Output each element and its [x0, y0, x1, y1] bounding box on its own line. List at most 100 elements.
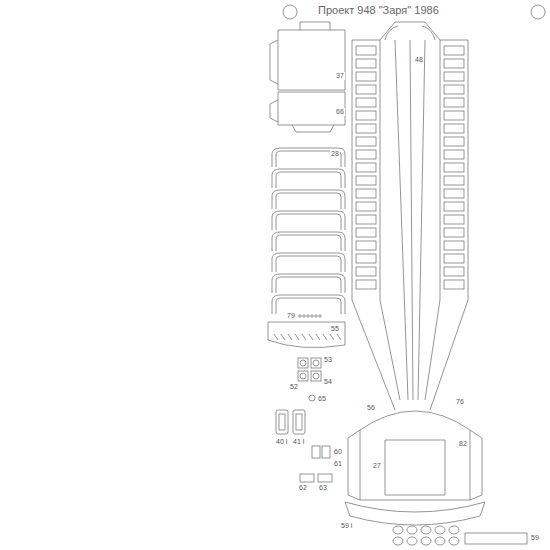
frame-arch	[272, 295, 345, 314]
dot	[315, 315, 317, 317]
porthole	[435, 526, 445, 534]
window	[444, 241, 464, 250]
window	[444, 85, 464, 94]
deck-line	[323, 334, 327, 340]
porthole	[393, 526, 403, 534]
deck-line	[295, 334, 299, 340]
window	[356, 46, 376, 55]
window	[444, 176, 464, 185]
window	[356, 163, 376, 172]
window	[444, 137, 464, 146]
window	[356, 85, 376, 94]
window	[356, 254, 376, 263]
deck-line	[337, 334, 341, 340]
window	[356, 150, 376, 159]
window	[444, 46, 464, 55]
window	[356, 111, 376, 120]
deck-line	[330, 334, 334, 340]
hull-part	[352, 22, 468, 410]
callout-number: 40 l	[275, 438, 288, 446]
window	[356, 98, 376, 107]
callout-number: 53	[323, 356, 333, 364]
dot	[311, 315, 313, 317]
callout-number: 54	[323, 378, 333, 386]
frame-arch	[272, 232, 345, 251]
window	[356, 241, 376, 250]
window	[356, 72, 376, 81]
deck-line	[302, 334, 306, 340]
window	[356, 215, 376, 224]
callout-number: 55	[330, 325, 340, 333]
deck-line	[316, 334, 320, 340]
window	[356, 124, 376, 133]
window	[444, 72, 464, 81]
porthole	[407, 537, 417, 545]
window	[444, 150, 464, 159]
deck-line	[281, 334, 285, 340]
window	[444, 267, 464, 276]
deck-part	[268, 322, 345, 348]
dot	[307, 315, 309, 317]
callout-number: 65	[317, 395, 327, 403]
frame-arch	[272, 253, 345, 272]
logo-mark	[283, 5, 297, 19]
window	[356, 137, 376, 146]
deck-line	[274, 334, 278, 340]
deck-line	[288, 334, 292, 340]
window	[444, 202, 464, 211]
window	[444, 189, 464, 198]
callout-number: 52	[289, 383, 299, 391]
callout-number: 60	[333, 448, 343, 456]
window	[444, 111, 464, 120]
callout-number: 37	[335, 72, 345, 80]
dot	[319, 315, 321, 317]
callout-number: 79	[286, 312, 296, 320]
frame-arch	[272, 274, 345, 293]
window	[444, 215, 464, 224]
porthole	[421, 526, 431, 534]
cabin-shell	[348, 411, 482, 500]
porthole	[407, 526, 417, 534]
callout-number: 76	[455, 398, 465, 406]
callout-number: 41 l	[292, 438, 305, 446]
porthole	[449, 526, 459, 534]
callout-number: 66	[335, 108, 345, 116]
callout-number: 61	[333, 460, 343, 468]
window	[356, 202, 376, 211]
bottom-band	[345, 502, 485, 525]
window	[356, 267, 376, 276]
callout-number: 62	[298, 484, 308, 492]
window	[356, 59, 376, 68]
deck-line	[309, 334, 313, 340]
frame-arch	[272, 211, 345, 230]
window	[356, 280, 376, 289]
window	[444, 124, 464, 133]
window	[444, 98, 464, 107]
dot	[303, 315, 305, 317]
porthole	[393, 537, 403, 545]
window	[444, 163, 464, 172]
scale-mark	[531, 5, 545, 19]
callout-number: 63	[318, 484, 328, 492]
porthole	[421, 537, 431, 545]
window	[356, 228, 376, 237]
callout-number: 28	[330, 150, 340, 158]
window	[444, 228, 464, 237]
window	[444, 59, 464, 68]
callout-number: 82	[458, 440, 468, 448]
callout-number: 56	[366, 404, 376, 412]
window	[444, 280, 464, 289]
callout-number: 27	[372, 462, 382, 470]
porthole	[449, 537, 459, 545]
strip-part	[465, 533, 527, 544]
frame-arch	[272, 190, 345, 209]
window	[356, 176, 376, 185]
callout-number: 48	[414, 56, 424, 64]
porthole	[435, 537, 445, 545]
callout-number: 59	[530, 534, 540, 542]
frame-arch	[272, 148, 345, 167]
window	[356, 189, 376, 198]
sheet-title: Проект 948 "Заря" 1986	[318, 4, 439, 16]
